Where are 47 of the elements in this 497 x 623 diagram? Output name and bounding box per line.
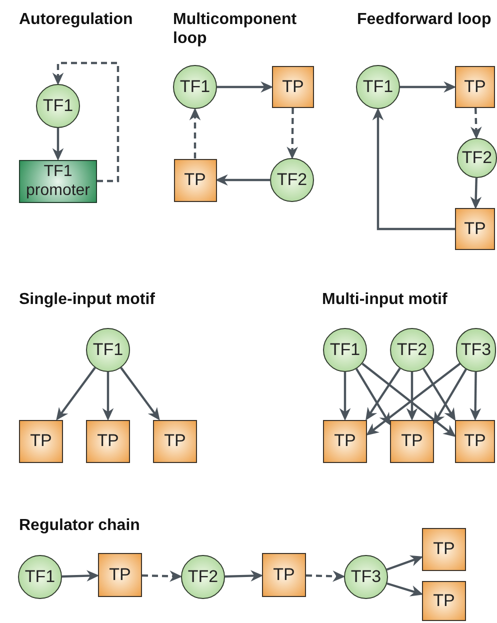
section-title: Single-input motif xyxy=(19,290,156,309)
target-box: TP xyxy=(455,420,495,462)
arrow xyxy=(215,174,270,186)
arrow xyxy=(56,367,96,420)
target-box: TP xyxy=(153,420,197,462)
arrow xyxy=(470,372,482,421)
arrow xyxy=(400,81,456,93)
target-box: TP xyxy=(455,66,495,108)
target-box: TP xyxy=(390,420,434,462)
target-box: TP xyxy=(262,553,306,597)
arrow xyxy=(52,62,120,182)
arrow xyxy=(355,368,391,426)
section-title: Multicomponent loop xyxy=(173,10,298,48)
arrow xyxy=(142,570,182,582)
arrow xyxy=(306,570,346,582)
arrow xyxy=(470,108,482,140)
arrow xyxy=(433,368,468,425)
arrow xyxy=(286,108,298,160)
target-box: TP xyxy=(323,420,367,462)
arrow xyxy=(386,555,424,571)
section-title: Regulator chain xyxy=(19,516,141,535)
section-title: Autoregulation xyxy=(19,10,134,29)
arrow xyxy=(366,368,401,421)
arrow xyxy=(62,570,100,582)
arrow xyxy=(386,582,424,596)
arrow xyxy=(102,372,114,421)
arrow xyxy=(406,372,418,421)
target-box: TP xyxy=(272,66,314,108)
arrow xyxy=(372,108,455,230)
arrow xyxy=(120,367,160,420)
target-box: TP xyxy=(455,208,495,250)
arrow xyxy=(217,81,274,93)
target-box: TP xyxy=(98,553,142,597)
arrow xyxy=(422,368,456,421)
section-title: Multi-input motif xyxy=(322,290,448,309)
arrow xyxy=(339,372,351,421)
arrow xyxy=(189,108,201,158)
target-box: TP xyxy=(174,158,216,202)
arrow xyxy=(470,178,482,210)
section-title: Feedforward loop xyxy=(357,10,492,29)
arrow xyxy=(52,128,64,161)
target-box: TP xyxy=(422,528,466,570)
arrow xyxy=(224,570,264,582)
target-box: TP xyxy=(422,581,466,621)
target-box: TP xyxy=(86,420,130,462)
target-box: TP xyxy=(19,420,63,462)
promoter-box: TF1 promoter xyxy=(19,160,97,202)
